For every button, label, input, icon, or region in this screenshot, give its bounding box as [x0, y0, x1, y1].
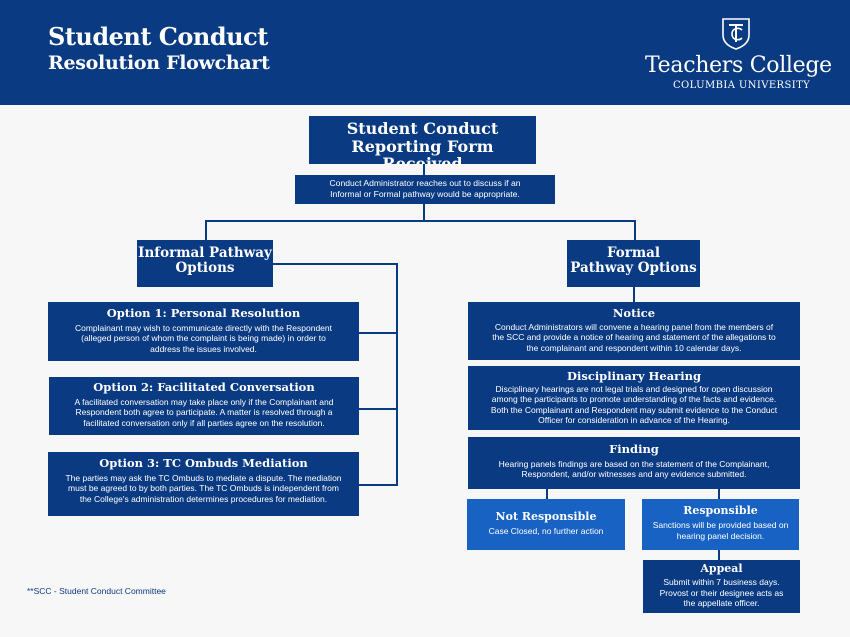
header-banner: Student Conduct Resolution Flowchart Tea… [0, 0, 850, 105]
option-3-title: Option 3: TC Ombuds Mediation [99, 456, 308, 470]
connector-line [634, 220, 636, 240]
appeal-title: Appeal [700, 562, 743, 575]
disciplinary-hearing-box: Disciplinary Hearing Disciplinary hearin… [468, 366, 800, 430]
connector-line [423, 203, 425, 221]
footnote: **SCC - Student Conduct Committee [27, 586, 166, 596]
hearing-title: Disciplinary Hearing [567, 369, 701, 383]
option-facilitated-conversation-box: Option 2: Facilitated Conversation A fac… [49, 377, 359, 435]
informal-pathway-title: Informal Pathway Options [138, 245, 272, 276]
connector-line [718, 489, 720, 499]
reporting-form-title: Student Conduct Reporting Form Received [346, 119, 499, 164]
appeal-box: Appeal Submit within 7 business days. Pr… [643, 560, 800, 613]
connector-line [396, 263, 398, 485]
connector-line [358, 408, 398, 410]
option-2-desc: A facilitated conversation may take plac… [74, 396, 334, 428]
connector-line [205, 220, 636, 222]
page-title: Student Conduct [48, 22, 268, 51]
finding-desc: Hearing panels findings are based on the… [498, 458, 770, 480]
conduct-admin-box: Conduct Administrator reaches out to dis… [295, 175, 555, 204]
informal-pathway-box: Informal Pathway Options [137, 240, 273, 287]
not-responsible-title: Not Responsible [495, 510, 597, 523]
connector-line [358, 332, 398, 334]
reporting-form-box: Student Conduct Reporting Form Received [309, 116, 536, 164]
college-logo-name: Teachers College [645, 53, 832, 78]
option-ombuds-mediation-box: Option 3: TC Ombuds Mediation The partie… [48, 452, 359, 516]
responsible-title: Responsible [683, 504, 758, 517]
option-1-desc: Complainant may wish to communicate dire… [74, 322, 332, 354]
notice-desc: Conduct Administrators will convene a he… [492, 321, 776, 353]
option-personal-resolution-box: Option 1: Personal Resolution Complainan… [48, 302, 359, 361]
connector-line [205, 220, 207, 240]
hearing-desc: Disciplinary hearings are not legal tria… [490, 383, 778, 425]
formal-pathway-box: Formal Pathway Options [567, 240, 700, 287]
connector-line [423, 164, 425, 176]
appeal-desc: Submit within 7 business days. Provost o… [659, 577, 784, 608]
college-logo-subtitle: COLUMBIA UNIVERSITY [673, 80, 811, 91]
not-responsible-box: Not Responsible Case Closed, no further … [467, 499, 625, 550]
connector-line [718, 550, 720, 560]
option-3-desc: The parties may ask the TC Ombuds to med… [65, 472, 342, 504]
finding-box: Finding Hearing panels findings are base… [468, 437, 800, 489]
notice-box: Notice Conduct Administrators will conve… [468, 302, 800, 360]
connector-line [633, 287, 635, 302]
responsible-box: Responsible Sanctions will be provided b… [642, 499, 799, 550]
conduct-admin-text: Conduct Administrator reaches out to dis… [329, 178, 521, 199]
connector-line [546, 489, 548, 499]
connector-line [272, 263, 398, 265]
not-responsible-desc: Case Closed, no further action [488, 526, 604, 537]
page-subtitle: Resolution Flowchart [48, 52, 270, 74]
notice-title: Notice [612, 306, 656, 320]
formal-pathway-title: Formal Pathway Options [570, 245, 697, 276]
responsible-desc: Sanctions will be provided based on hear… [652, 520, 789, 541]
finding-title: Finding [609, 442, 659, 456]
option-2-title: Option 2: Facilitated Conversation [93, 380, 315, 394]
option-1-title: Option 1: Personal Resolution [106, 306, 301, 320]
college-shield-icon [722, 18, 750, 50]
connector-line [358, 484, 398, 486]
